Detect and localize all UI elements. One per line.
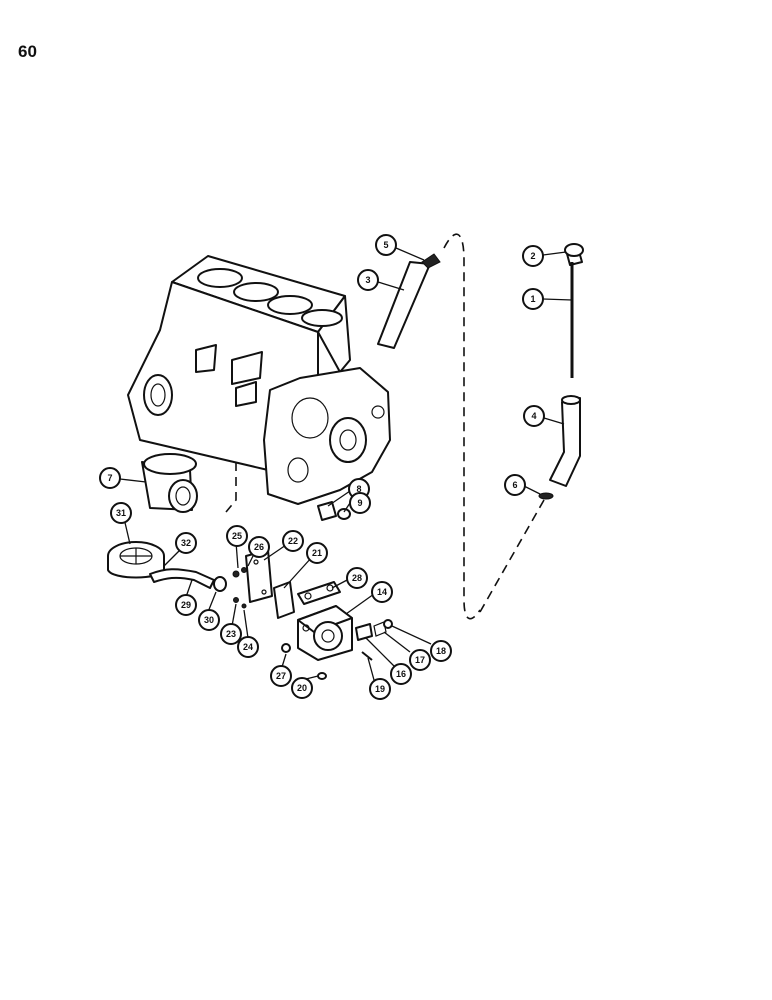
callout-label: 17	[415, 655, 425, 665]
callout-label: 20	[297, 683, 307, 693]
callout-label: 25	[232, 531, 242, 541]
oring-guide-line	[479, 499, 545, 613]
washer-small	[241, 603, 247, 609]
callout-label: 14	[377, 587, 387, 597]
callout-label: 5	[383, 240, 388, 250]
o-ring	[538, 492, 554, 500]
oil-pump-body	[297, 605, 353, 661]
callout-label: 30	[204, 615, 214, 625]
engine-block	[127, 255, 391, 505]
pump-gasket	[273, 581, 295, 619]
callout-17: 17	[409, 649, 431, 671]
callout-18: 18	[430, 640, 452, 662]
relief-valve	[355, 619, 393, 641]
seal-ring	[281, 643, 291, 653]
check-ball	[232, 570, 240, 578]
callout-14: 14	[371, 581, 393, 603]
callout-26: 26	[248, 536, 270, 558]
tube-guide-line	[443, 233, 481, 620]
drain-plug	[317, 501, 351, 521]
callout-label: 1	[530, 294, 535, 304]
callout-label: 16	[396, 669, 406, 679]
callout-label: 8	[356, 484, 361, 494]
callout-9: 9	[349, 492, 371, 514]
callout-label: 19	[375, 684, 385, 694]
callout-label: 27	[276, 671, 286, 681]
callout-label: 18	[436, 646, 446, 656]
callout-25: 25	[226, 525, 248, 547]
callout-label: 31	[116, 508, 126, 518]
spring-small	[241, 567, 247, 573]
cotter-pin	[361, 651, 373, 661]
callout-2: 2	[522, 245, 544, 267]
callout-5: 5	[375, 234, 397, 256]
callout-label: 26	[254, 542, 264, 552]
callout-23: 23	[220, 623, 242, 645]
callout-label: 4	[531, 411, 536, 421]
callout-label: 22	[288, 536, 298, 546]
callout-31: 31	[110, 502, 132, 524]
callout-label: 32	[181, 538, 191, 548]
plug-small	[317, 672, 327, 680]
callout-19: 19	[369, 678, 391, 700]
callout-label: 23	[226, 629, 236, 639]
callout-29: 29	[175, 594, 197, 616]
pin-small	[233, 597, 239, 603]
tube-gasket	[213, 576, 227, 592]
callout-21: 21	[306, 542, 328, 564]
callout-16: 16	[390, 663, 412, 685]
lower-dipstick-tube	[549, 395, 581, 487]
callout-label: 6	[512, 480, 517, 490]
oil-pickup-screen	[107, 541, 165, 579]
callout-1: 1	[522, 288, 544, 310]
callout-label: 21	[312, 548, 322, 558]
callout-22: 22	[282, 530, 304, 552]
callout-label: 3	[365, 275, 370, 285]
callout-label: 28	[352, 573, 362, 583]
tube-cap	[421, 253, 441, 269]
pickup-tube	[149, 568, 215, 589]
callout-28: 28	[346, 567, 368, 589]
callout-label: 9	[357, 498, 362, 508]
callout-4: 4	[523, 405, 545, 427]
callout-32: 32	[175, 532, 197, 554]
callout-30: 30	[198, 609, 220, 631]
callout-label: 2	[530, 251, 535, 261]
oil-filter	[141, 453, 198, 513]
callout-24: 24	[237, 636, 259, 658]
dipstick	[564, 243, 584, 378]
filter-guide-line	[225, 462, 237, 513]
callout-27: 27	[270, 665, 292, 687]
callout-label: 29	[181, 600, 191, 610]
callout-6: 6	[504, 474, 526, 496]
link-plate	[297, 581, 341, 605]
callout-7: 7	[99, 467, 121, 489]
dipstick-tube	[377, 261, 431, 349]
callout-label: 24	[243, 642, 253, 652]
callout-20: 20	[291, 677, 313, 699]
page-number: 60	[18, 42, 37, 61]
callout-label: 7	[107, 473, 112, 483]
callout-3: 3	[357, 269, 379, 291]
